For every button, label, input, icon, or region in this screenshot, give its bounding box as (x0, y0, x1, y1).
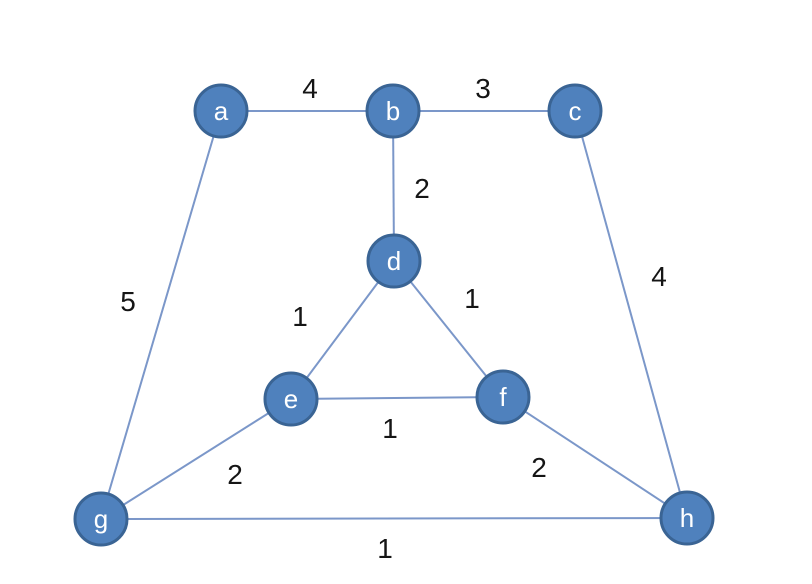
node-label-g: g (94, 504, 108, 534)
edge-weight-f-h: 2 (531, 452, 547, 483)
edge-weight-a-b: 4 (302, 73, 318, 104)
edge-weight-c-h: 4 (651, 261, 667, 292)
node-d (366, 233, 422, 289)
node-label-f: f (499, 382, 507, 412)
edge-weight-g-e: 2 (227, 459, 243, 490)
edge-weight-e-f: 1 (382, 413, 398, 444)
edge-d-e (290, 260, 395, 400)
edge-weight-d-f: 1 (464, 283, 480, 314)
node-h (659, 490, 715, 546)
edge-e-f (290, 396, 504, 400)
edge-g-h (100, 517, 688, 520)
node-label-d: d (387, 246, 401, 276)
node-label-e: e (284, 384, 298, 414)
edge-f-h (502, 396, 688, 519)
edge-g-e (100, 398, 292, 520)
node-g (73, 491, 129, 547)
node-e (263, 371, 319, 427)
node-label-c: c (569, 96, 582, 126)
edge-weight-d-e: 1 (292, 301, 308, 332)
edge-weight-b-d: 2 (414, 173, 430, 204)
node-a (193, 83, 249, 139)
edge-a-g (100, 110, 222, 520)
edge-weight-a-g: 5 (120, 286, 136, 317)
node-label-b: b (386, 96, 400, 126)
node-label-a: a (214, 96, 229, 126)
edge-weight-b-c: 3 (475, 73, 491, 104)
node-b (365, 83, 421, 139)
node-f (475, 369, 531, 425)
edge-c-h (574, 110, 688, 519)
edge-d-f (393, 260, 504, 398)
node-label-h: h (680, 503, 694, 533)
edge-weight-g-h: 1 (377, 533, 393, 564)
node-c (547, 83, 603, 139)
